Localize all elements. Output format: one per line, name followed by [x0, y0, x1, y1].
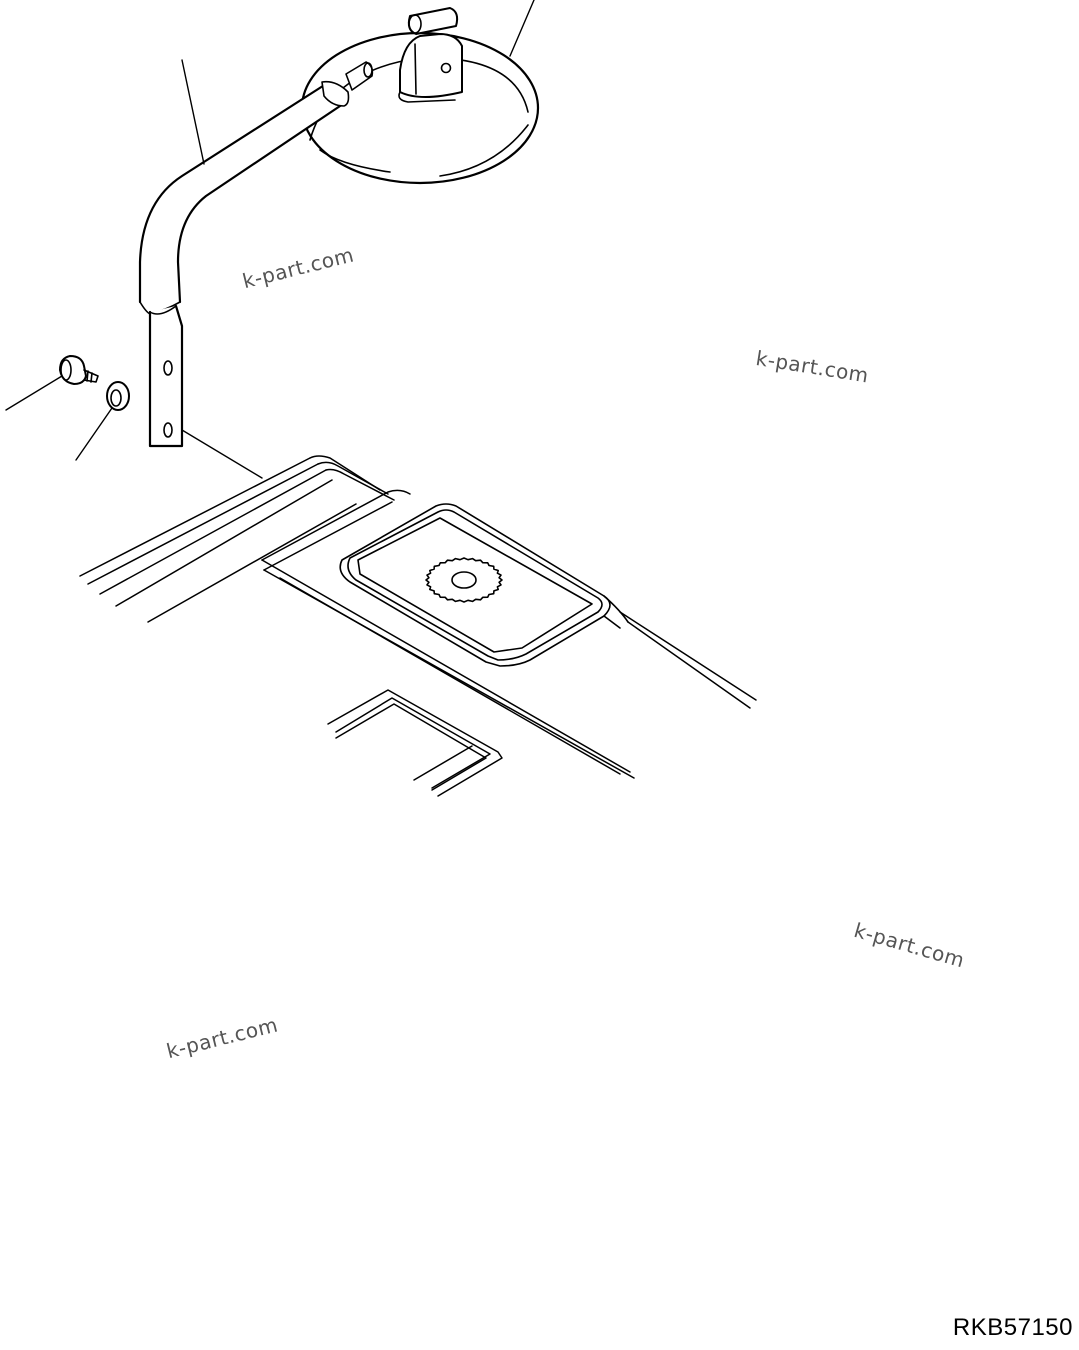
mounting-axis-line: [182, 430, 262, 478]
figure-code: RKB57150: [952, 1314, 1073, 1341]
bolt: [60, 356, 98, 384]
callout-lines: [6, 0, 534, 460]
cab-roof-panel: [80, 456, 756, 778]
raised-plate: [340, 504, 628, 666]
mirror-stay: [140, 62, 372, 446]
serrated-boss: [426, 558, 502, 602]
panel-opening: [328, 690, 502, 796]
washer: [107, 382, 129, 410]
mirror-head: [302, 8, 538, 183]
